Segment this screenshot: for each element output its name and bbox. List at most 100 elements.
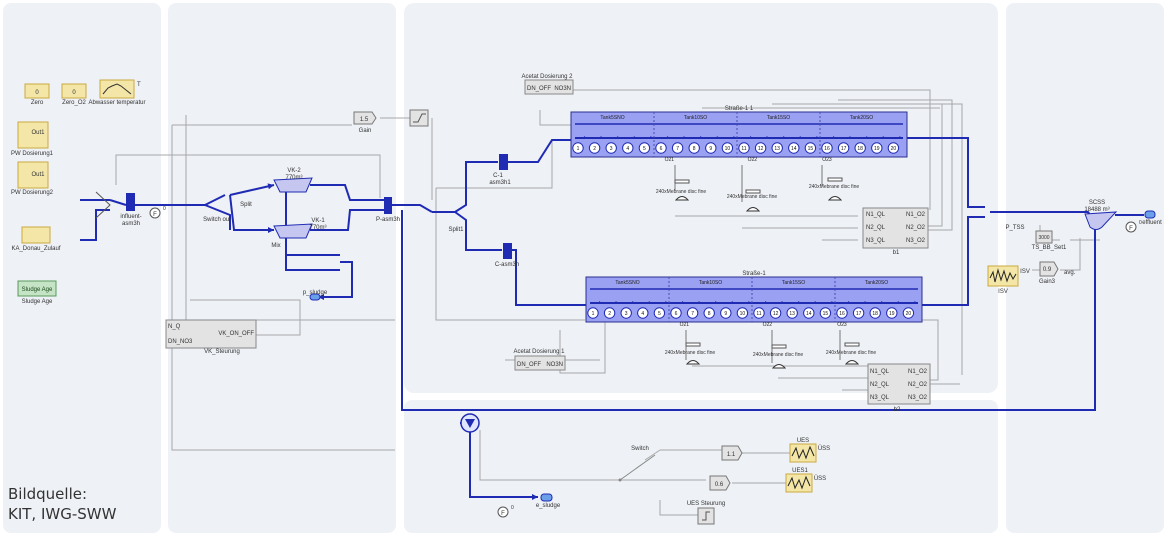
- s2-tank-7[interactable]: 7: [686, 301, 702, 319]
- s1-tank-8[interactable]: 8: [688, 136, 704, 154]
- membrane-top-1[interactable]: 240xMebrane disc fine: [656, 165, 707, 201]
- s2-tank-label-14: 14: [806, 311, 812, 317]
- flow-sensor-influent[interactable]: F 0: [149, 206, 166, 219]
- acetat-dosierung-1-block[interactable]: Acetat Dosierung 1 DN_OFF NO3N: [513, 349, 566, 371]
- s2-tank-19[interactable]: 19: [886, 301, 901, 319]
- s2-tank-label-17: 17: [856, 311, 862, 317]
- s1-tank-12[interactable]: 12: [754, 136, 770, 154]
- s1-tank-20[interactable]: 20: [887, 136, 903, 154]
- signal-lines: [115, 89, 1100, 516]
- s1-tank-13[interactable]: 13: [771, 136, 787, 154]
- s2-tank-label-9: 9: [724, 311, 727, 317]
- s2-tank-14[interactable]: 14: [803, 301, 818, 319]
- ues-block[interactable]: UES ÜSS: [789, 438, 830, 463]
- acetat-dosierung-2-block[interactable]: Acetat Dosierung 2 DN_OFF NO3N: [521, 74, 574, 95]
- strasse-1-1-title: Straße-1 1: [725, 106, 754, 112]
- s2-tank-5[interactable]: 5: [653, 301, 669, 319]
- pw-dosierung2-block[interactable]: Out1 PW Dosierung2: [11, 161, 54, 196]
- s2-tank-3[interactable]: 3: [620, 301, 636, 319]
- ues-steurung-block[interactable]: UES Steurung: [687, 501, 725, 525]
- s2-tank-10[interactable]: 10: [736, 301, 752, 319]
- vk-steurung-in2: DN_NO3: [168, 339, 193, 345]
- p-asm3h-block[interactable]: P-asm3h: [376, 197, 400, 223]
- membrane-bottom-2[interactable]: 240xMebrane disc fine: [753, 330, 804, 369]
- s1-tank-1[interactable]: 1: [572, 136, 587, 154]
- constant-0-6-block[interactable]: 0.6: [709, 475, 731, 491]
- c1-asm3h1-block[interactable]: C-1 asm3h1: [489, 154, 511, 186]
- s1-tank-19[interactable]: 19: [871, 136, 886, 154]
- gain3-block[interactable]: 0.9 avg. Gain3: [1039, 261, 1076, 285]
- s1-tank-2[interactable]: 2: [588, 136, 604, 154]
- zero-o2-block[interactable]: 0 Zero_O2: [61, 83, 87, 106]
- s2-tank-15[interactable]: 15: [819, 301, 835, 319]
- s2-tank-9[interactable]: 9: [720, 301, 735, 319]
- abwasser-temperatur-block[interactable]: T Abwasser temperatur: [88, 79, 146, 106]
- s2-tank-8[interactable]: 8: [703, 301, 719, 319]
- s1-o2-label-1: O21: [665, 157, 675, 163]
- s2-tank-label-4: 4: [641, 311, 644, 317]
- vk-steurung-block[interactable]: N_Q DN_NO3 VK_ON_OFF VK_Steurung: [165, 319, 257, 355]
- membrane-bottom-3[interactable]: 240xMebrane disc fine: [826, 330, 877, 365]
- s1-tank-18[interactable]: 18: [854, 136, 870, 154]
- s1-tank-17[interactable]: 17: [837, 136, 853, 154]
- o2-controller-b2[interactable]: N1_QL N2_QL N3_QL N1_O2 N2_O2 N3_O2 b2: [867, 363, 931, 413]
- vk1-tank[interactable]: VK-1 770m³: [273, 218, 327, 239]
- s2-tank-label-5: 5: [658, 311, 661, 317]
- switch-block[interactable]: [618, 454, 656, 482]
- s1-tank-5[interactable]: 5: [638, 136, 654, 154]
- s2-tank-6[interactable]: 6: [670, 301, 685, 319]
- s1-tank-3[interactable]: 3: [605, 136, 621, 154]
- saturation-block[interactable]: [409, 109, 429, 127]
- s2-tank-4[interactable]: 4: [637, 301, 652, 319]
- vk2-tank[interactable]: VK-2 770m³: [273, 168, 313, 193]
- s2-tank-17[interactable]: 17: [852, 301, 868, 319]
- s2-tank-13[interactable]: 13: [786, 301, 802, 319]
- b1-in-1: N1_QL: [866, 212, 886, 218]
- s1-tank-11[interactable]: 11: [738, 136, 753, 154]
- s1-tank-9[interactable]: 9: [705, 136, 720, 154]
- s2-tank-2[interactable]: 2: [603, 301, 619, 319]
- ts-bb-set-block[interactable]: 3000 TS_BB_Set1: [1032, 230, 1067, 251]
- s2-tank-11[interactable]: 11: [753, 301, 768, 319]
- pw-dosierung1-block[interactable]: Out1 PW Dosierung1: [11, 121, 54, 157]
- s2-tank-20[interactable]: 20: [902, 301, 918, 319]
- p-tss-sensor[interactable]: P_TSS: [1005, 225, 1024, 231]
- flow-sensor-sludge[interactable]: F 0: [497, 505, 514, 518]
- s2-tank-16[interactable]: 16: [836, 301, 851, 319]
- s1-tank-4[interactable]: 4: [622, 136, 637, 154]
- c-asm3h-block[interactable]: C-asm3h: [495, 243, 519, 268]
- membrane-top-2[interactable]: 240xMebrane disc fine: [727, 165, 778, 212]
- membrane-bottom-1[interactable]: 240xMebrane disc fine: [665, 330, 716, 365]
- s2-tank-12[interactable]: 12: [769, 301, 785, 319]
- gain-block[interactable]: 1.5 Gain: [353, 111, 377, 134]
- ues1-block[interactable]: UES1 ÜSS: [785, 468, 826, 493]
- influent-asm3h-block[interactable]: influent- asm3h: [120, 193, 142, 227]
- s1-tank-label-6: 6: [660, 146, 663, 152]
- s1-tank-7[interactable]: 7: [671, 136, 687, 154]
- o2-controller-b1[interactable]: N1_QL N2_QL N3_QL N1_O2 N2_O2 N3_O2 b1: [862, 207, 929, 256]
- sludge-age-block[interactable]: Sludge Age Sludge Age: [17, 280, 57, 305]
- s2-tank-1[interactable]: 1: [587, 301, 602, 319]
- effluent-outlet[interactable]: effluent: [1142, 210, 1162, 226]
- p-sludge-outlet[interactable]: p_sludge: [303, 290, 328, 301]
- c1-label-2: asm3h1: [489, 180, 511, 186]
- s2-tank-18[interactable]: 18: [869, 301, 885, 319]
- s1-tank-16[interactable]: 16: [821, 136, 836, 154]
- zero-block[interactable]: 0 Zero: [24, 83, 50, 106]
- s1-tank-14[interactable]: 14: [788, 136, 803, 154]
- s1-tank-6[interactable]: 6: [655, 136, 670, 154]
- membrane-top-3[interactable]: 240xMebrane disc fine: [809, 165, 860, 201]
- flow-sensor-effluent[interactable]: F 0: [1125, 220, 1142, 233]
- s1-tank-10[interactable]: 10: [721, 136, 737, 154]
- scss-clarifier[interactable]: SCSS 18488 m³: [1084, 200, 1118, 230]
- return-sludge-pump[interactable]: [460, 413, 480, 433]
- ka-donau-zulauf-block[interactable]: KA_Donau_Zulauf: [11, 226, 61, 252]
- constant-1-1-block[interactable]: 1.1: [721, 445, 743, 461]
- e-sludge-outlet[interactable]: e_sludge: [536, 493, 561, 509]
- isv-block[interactable]: ISV ISV: [987, 265, 1030, 295]
- s1-tank-15[interactable]: 15: [804, 136, 820, 154]
- credit-line-2: KIT, IWG-SWW: [8, 505, 117, 523]
